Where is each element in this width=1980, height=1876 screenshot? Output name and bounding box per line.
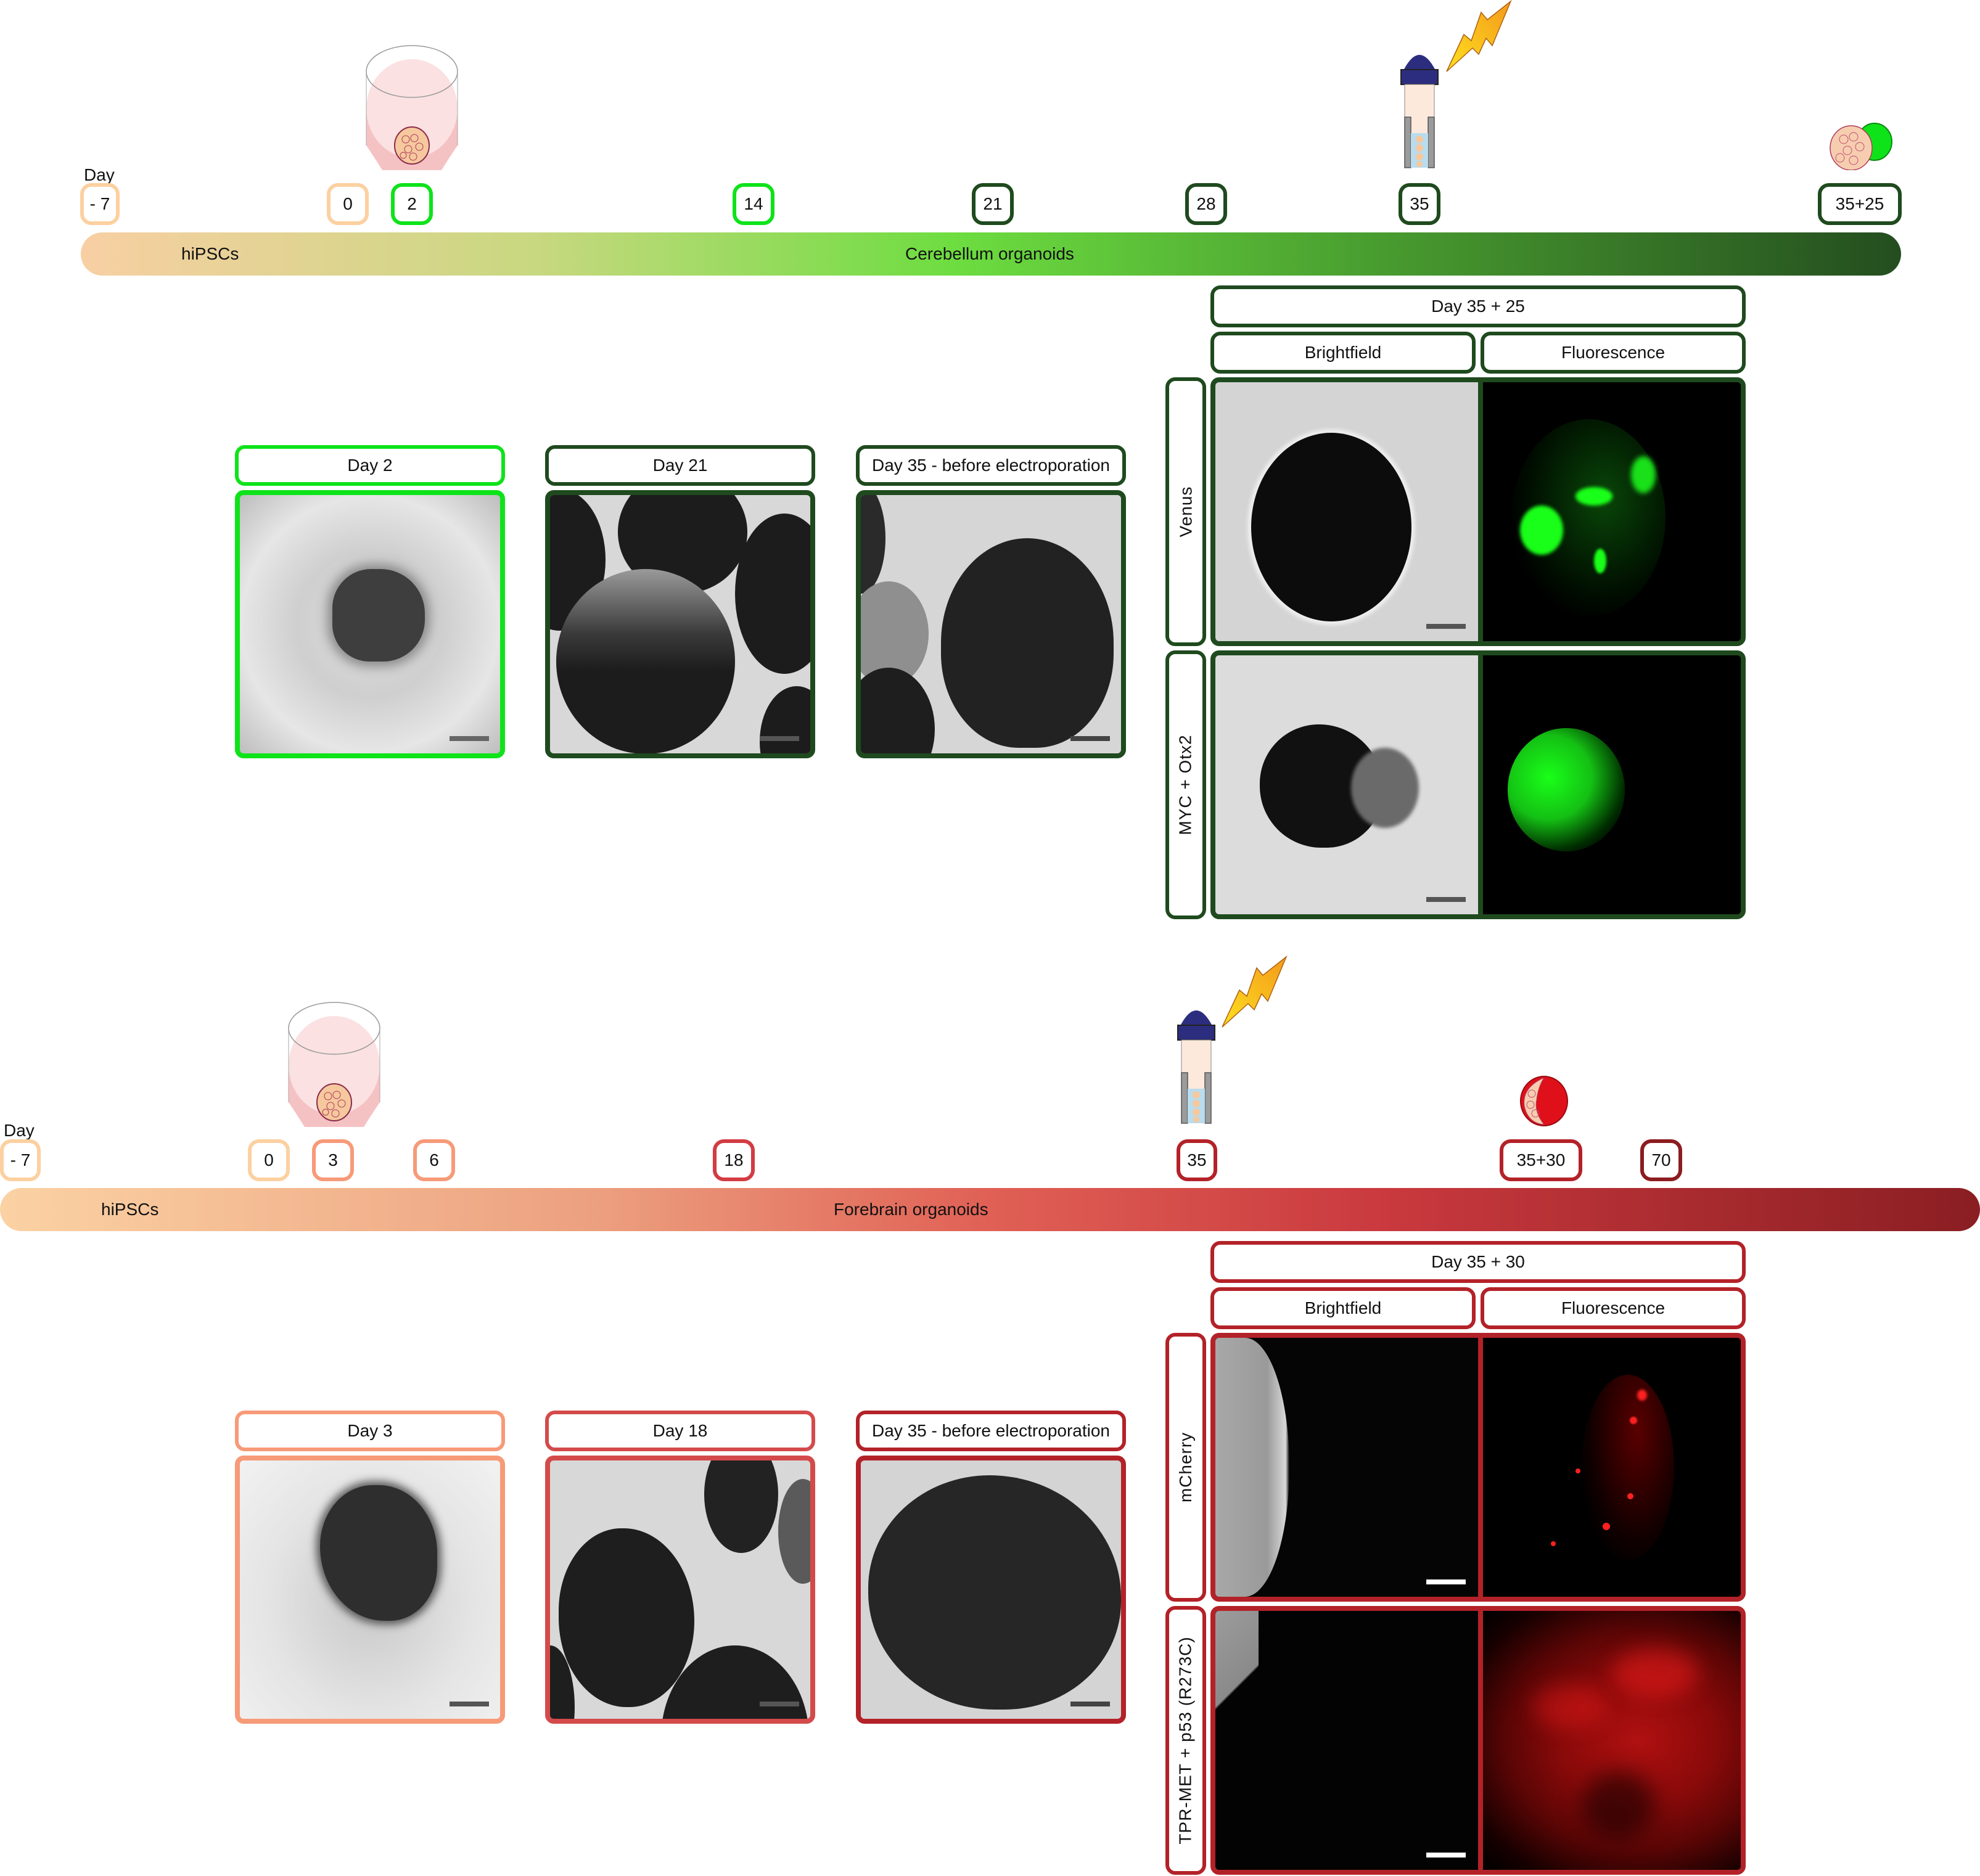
bar-label-organoids: Cerebellum organoids [905, 244, 1074, 263]
panel-title: Day 35 - before electroporation [856, 1411, 1126, 1451]
microscopy-image-day21 [545, 490, 815, 758]
brightfield-image [1215, 1611, 1478, 1870]
brightfield-image [1215, 1338, 1478, 1597]
brightfield-image [1215, 655, 1478, 914]
grid-title: Day 35 + 25 [1210, 285, 1746, 327]
tube-with-organoid-icon [285, 991, 384, 1163]
panel-title: Day 21 [545, 445, 815, 486]
timepoint-badge: 2 [391, 183, 433, 225]
timepoint-badge: 3 [312, 1139, 354, 1181]
timepoint-badge: 35 [1399, 183, 1440, 225]
row-label-tpr-met-p53: TPR-MET + p53 (R273C) [1165, 1606, 1206, 1875]
microscopy-image-day35 [856, 1456, 1126, 1724]
bar-label-hipscs: hiPSCs [181, 244, 239, 263]
timepoint-badge: 18 [713, 1139, 755, 1181]
bar-label-hipscs: hiPSCs [101, 1200, 159, 1219]
lightning-bolt-icon [1218, 955, 1292, 1030]
day-caption: Day [4, 1121, 35, 1140]
fluorescence-image [1483, 1611, 1741, 1870]
fluorescent-organoid-red-icon [1516, 1075, 1571, 1127]
column-header-fluorescence: Fluorescence [1481, 332, 1746, 374]
image-row-myc-otx2 [1210, 650, 1746, 919]
microscopy-image-day18 [545, 1456, 815, 1724]
timepoint-badge: 28 [1185, 183, 1227, 225]
cerebellum-timeline-bar: hiPSCs Cerebellum organoids [81, 232, 1901, 276]
electroporation-cuvette-icon [1177, 1009, 1216, 1126]
fluorescence-image [1483, 382, 1741, 641]
column-header-brightfield: Brightfield [1210, 1287, 1476, 1329]
row-label-mcherry: mCherry [1165, 1333, 1206, 1602]
microscopy-image-day2 [235, 490, 505, 758]
panel-title: Day 3 [235, 1411, 505, 1451]
panel-title: Day 2 [235, 445, 505, 486]
fluorescence-image [1483, 1338, 1741, 1597]
microscopy-image-day35 [856, 490, 1126, 758]
timepoint-badge: 35 [1177, 1139, 1217, 1181]
microscopy-image-day3 [235, 1456, 505, 1724]
fluorescence-image [1483, 655, 1741, 914]
timepoint-badge: 35+25 [1818, 183, 1902, 225]
timepoint-badge: 35+30 [1500, 1139, 1582, 1181]
timepoint-badge: 0 [327, 183, 369, 225]
timepoint-badge: - 7 [80, 183, 120, 225]
panel-title: Day 18 [545, 1411, 815, 1451]
row-label-venus: Venus [1165, 377, 1206, 646]
column-header-fluorescence: Fluorescence [1481, 1287, 1746, 1329]
image-row-mcherry [1210, 1333, 1746, 1602]
fluorescent-organoid-green-icon [1825, 121, 1899, 171]
forebrain-timeline-bar: hiPSCs Forebrain organoids [0, 1188, 1980, 1231]
timepoint-badge: 0 [248, 1139, 290, 1181]
lightning-bolt-icon [1443, 0, 1517, 74]
panel-title: Day 35 - before electroporation [856, 445, 1126, 486]
row-label-myc-otx2: MYC + Otx2 [1165, 650, 1206, 919]
tube-with-organoid-icon [363, 35, 461, 206]
image-row-venus [1210, 377, 1746, 646]
day-caption: Day [84, 165, 115, 184]
timepoint-badge: 21 [972, 183, 1014, 225]
bar-label-organoids: Forebrain organoids [834, 1200, 988, 1219]
timepoint-badge: 14 [733, 183, 774, 225]
timepoint-badge: 6 [413, 1139, 455, 1181]
image-row-tpr-met-p53 [1210, 1606, 1746, 1875]
brightfield-image [1215, 382, 1478, 641]
timepoint-badge: 70 [1640, 1139, 1682, 1181]
electroporation-cuvette-icon [1400, 53, 1439, 170]
timepoint-badge: - 7 [0, 1139, 41, 1181]
grid-title: Day 35 + 30 [1210, 1241, 1746, 1283]
column-header-brightfield: Brightfield [1210, 332, 1476, 374]
